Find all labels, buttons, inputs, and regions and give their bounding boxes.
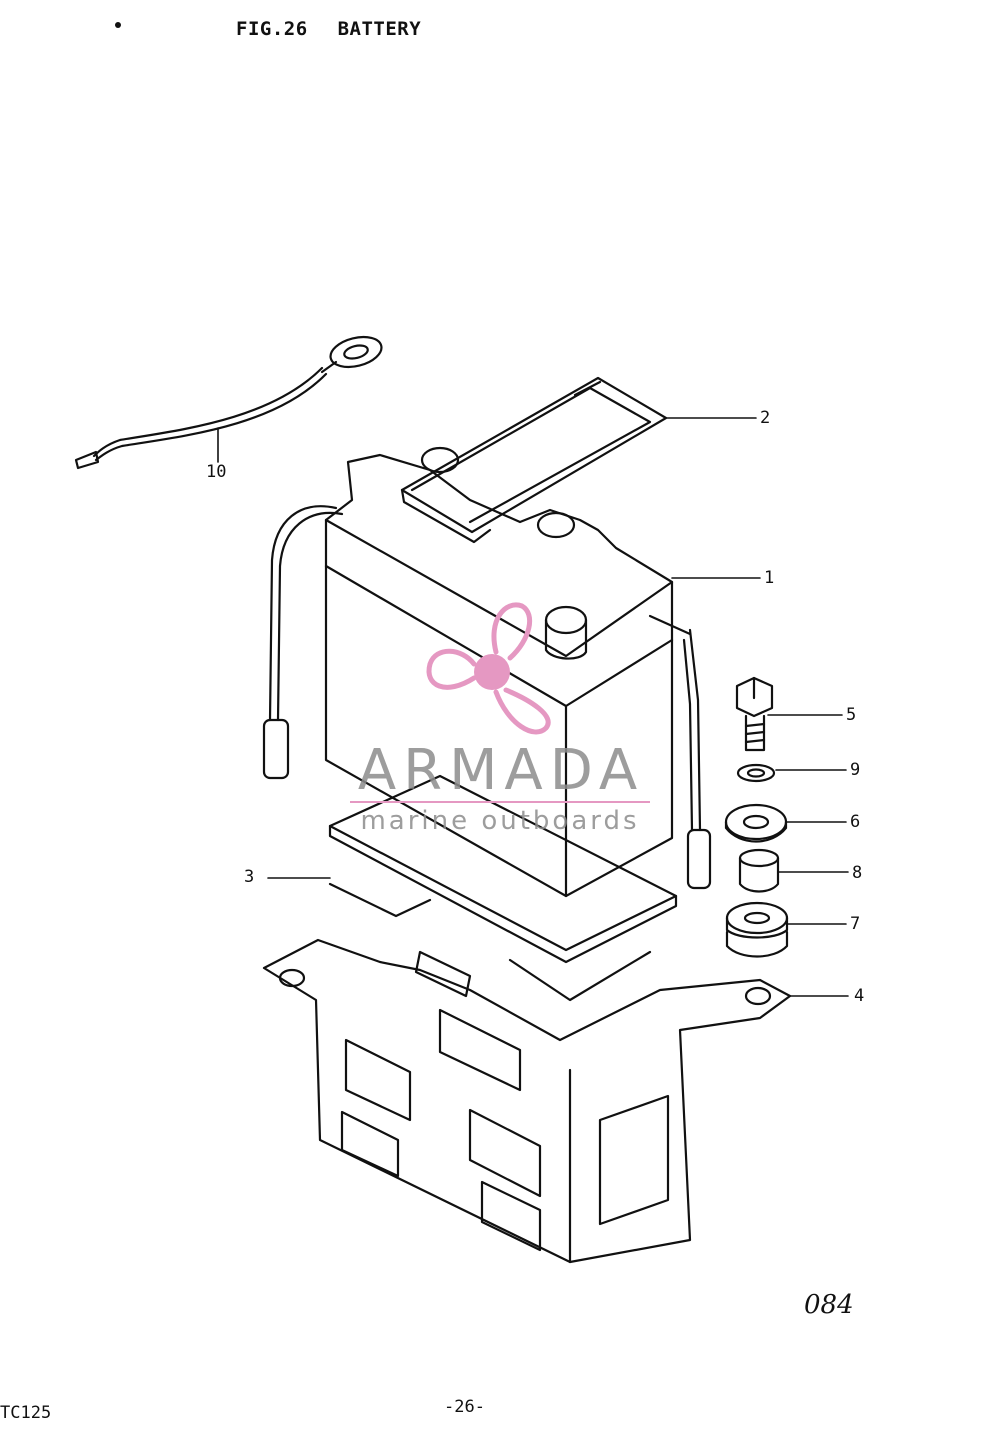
part-2-strap [400, 376, 668, 544]
leader-lines [217, 417, 849, 997]
callout-3: 3 [244, 867, 255, 887]
part-8-collar [738, 848, 780, 893]
part-5-bolt [735, 676, 774, 752]
callout-6: 6 [850, 812, 861, 832]
watermark-tagline: marine outboards [360, 806, 640, 836]
watermark-divider [350, 801, 650, 803]
part-3-pad [328, 774, 678, 1002]
watermark-brand: ARMADA [357, 738, 645, 803]
callout-8: 8 [852, 863, 863, 883]
part-9-lockwasher [736, 763, 776, 783]
part-4-tray [262, 938, 792, 1264]
callout-5: 5 [846, 705, 857, 725]
callout-4: 4 [854, 986, 865, 1006]
callout-7: 7 [850, 914, 861, 934]
callout-2: 2 [760, 408, 771, 428]
part-7-grommet [725, 901, 789, 958]
model-code: TC125 [0, 1403, 52, 1423]
callout-1: 1 [764, 568, 775, 588]
part-1-battery [262, 446, 712, 898]
bullet-mark [115, 22, 121, 28]
part-6-washer [724, 803, 788, 843]
figure-title: BATTERY [337, 18, 422, 40]
callout-10: 10 [206, 462, 227, 482]
figure-header: FIG.26 BATTERY [236, 18, 421, 40]
part-10-cable [74, 335, 383, 470]
sheet-number: -26- [444, 1397, 485, 1417]
propeller-icon [426, 602, 551, 735]
callout-9: 9 [850, 760, 861, 780]
page-number: 084 [804, 1290, 854, 1320]
figure-number: FIG.26 [236, 18, 308, 40]
